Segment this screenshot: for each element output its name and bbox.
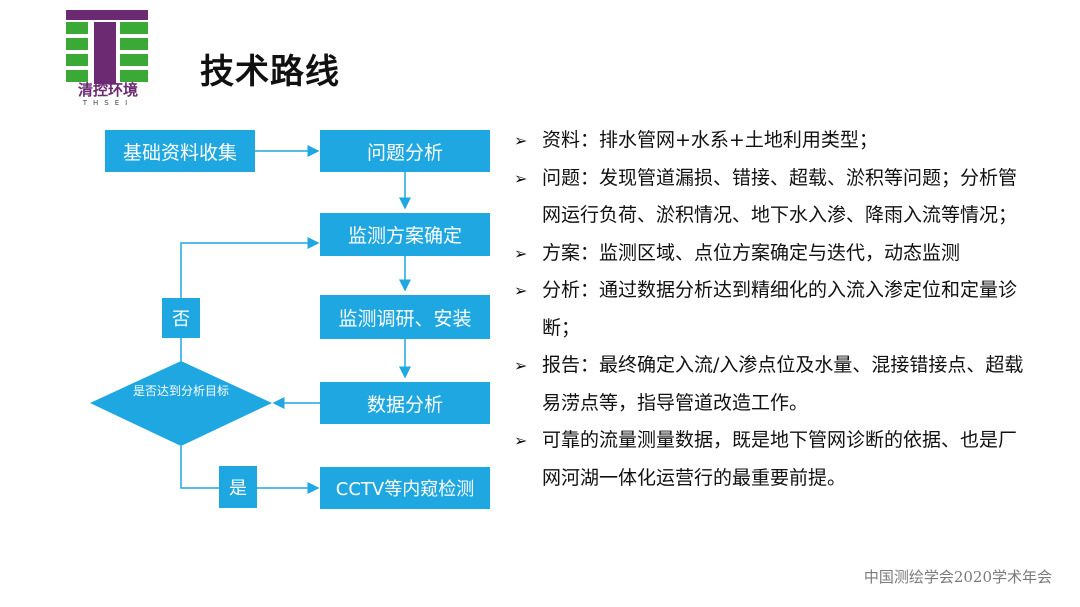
decision-diamond (90, 361, 272, 446)
bullet-item-analysis: ➢ 分析：通过数据分析达到精细化的入流入渗定位和定量诊断； (512, 272, 1032, 347)
label-yes: 是 (219, 466, 257, 508)
decision-text: 是否达到分析目标 (132, 384, 229, 398)
arrow-bullet-icon: ➢ (514, 356, 528, 375)
arrow-bullet-icon: ➢ (514, 168, 528, 188)
bullet-item-report: ➢ 报告：最终确定入流/入渗点位及水量、混接错接点、超载易涝点等，指导管道改造工… (512, 347, 1032, 422)
bullet-item-data: ➢ 资料：排水管网+水系+土地利用类型； (512, 122, 1032, 160)
thsei-logo (66, 10, 148, 84)
arrow-bullet-icon: ➢ (514, 281, 528, 300)
box-plan: 监测方案确定 (320, 213, 490, 256)
box-problem-analysis: 问题分析 (320, 130, 490, 172)
arrow-bullet-icon: ➢ (514, 431, 528, 450)
page-title: 技术路线 (200, 52, 340, 92)
box-cctv: CCTV等内窥检测 (320, 467, 490, 509)
bullet-item-reliable-data: ➢ 可靠的流量测量数据，既是地下管网诊断的依据、也是厂网河湖一体化运营行的最重要… (512, 422, 1032, 497)
footer-conference: 中国测绘学会2020学术年会 (863, 568, 1052, 586)
flowchart-connectors (90, 145, 411, 494)
arrow-bullet-icon: ➢ (514, 131, 528, 150)
bullet-item-plan: ➢ 方案：监测区域、点位方案确定与迭代，动态监测 (512, 235, 1032, 273)
box-install: 监测调研、安装 (320, 295, 490, 339)
bullet-list: ➢ 资料：排水管网+水系+土地利用类型； ➢ 问题：发现管道漏损、错接、超载、淤… (512, 122, 1032, 497)
logo-text: 清控环境 (77, 81, 138, 99)
box-data-analysis: 数据分析 (320, 382, 490, 424)
box-collect: 基础资料收集 (105, 130, 255, 172)
arrow-bullet-icon: ➢ (514, 243, 528, 263)
logo-subtext: THSEI (82, 99, 134, 107)
bullet-item-problem: ➢ 问题：发现管道漏损、错接、超载、淤积等问题；分析管网运行负荷、淤积情况、地下… (512, 160, 1032, 235)
label-no: 否 (162, 298, 200, 338)
